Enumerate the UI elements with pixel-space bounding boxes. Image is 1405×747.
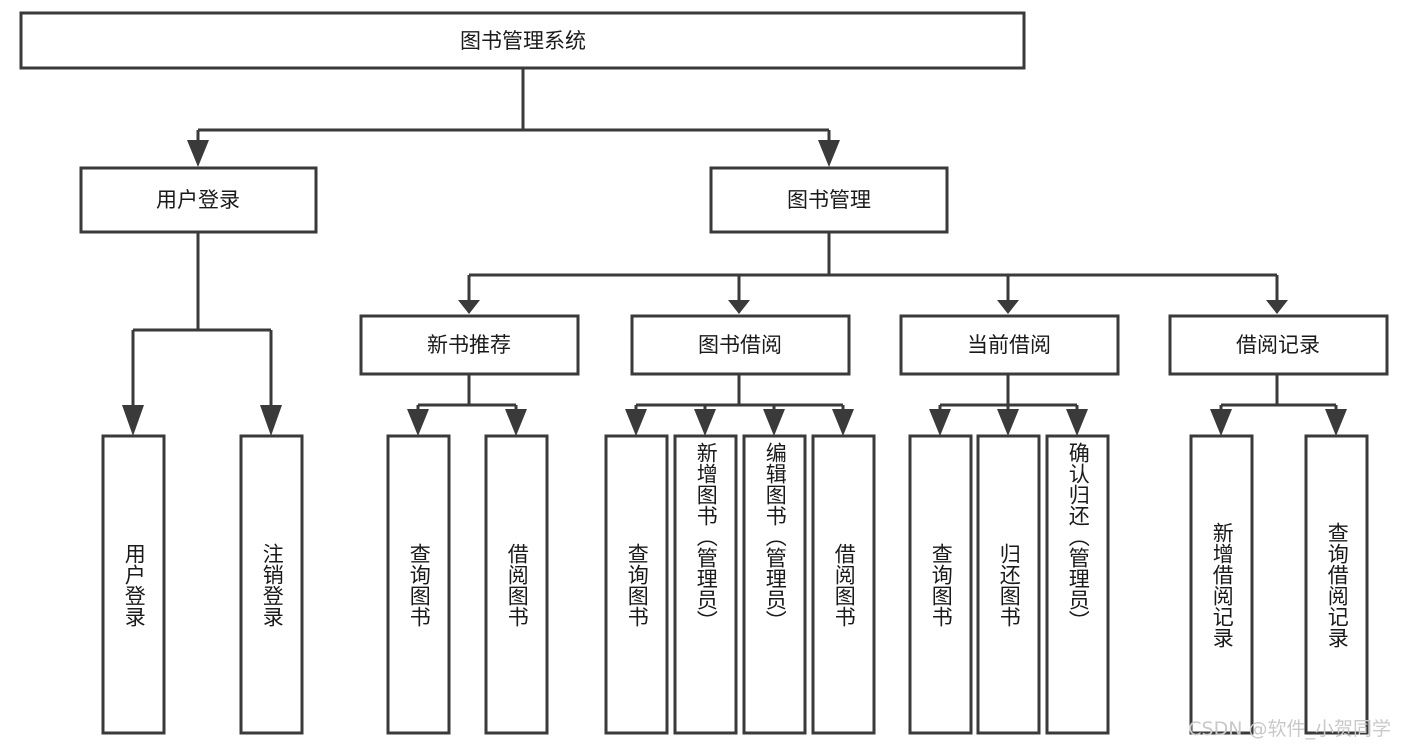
node-root-label: 图书管理系统: [460, 29, 586, 53]
arrowhead-add-book: [694, 409, 716, 436]
node-user-login[interactable]: 用户登录: [79, 166, 318, 234]
node-leaf-logout-box[interactable]: [239, 434, 304, 735]
leaf-node-group: [101, 434, 1369, 735]
node-leaf-borrow-book-1-box[interactable]: [484, 434, 549, 735]
node-current-borrow-label: 当前借阅: [967, 333, 1051, 357]
node-book-borrow-label: 图书借阅: [698, 333, 782, 357]
node-borrow-record[interactable]: 借阅记录: [1168, 314, 1389, 376]
node-new-book-recommend-box[interactable]: [359, 314, 580, 376]
node-user-login-label: 用户登录: [156, 188, 240, 212]
arrowhead-leaf-user-login: [122, 405, 144, 436]
node-book-borrow-box[interactable]: [630, 314, 851, 376]
node-current-borrow[interactable]: 当前借阅: [899, 314, 1120, 376]
csdn-watermark: CSDN @软件_小贺同学: [1188, 718, 1391, 740]
node-leaf-confirm-return-box[interactable]: [1045, 434, 1110, 735]
arrowhead-edit-book: [763, 409, 785, 436]
arrowhead-user-login: [187, 140, 209, 167]
node-leaf-return-book-box[interactable]: [976, 434, 1041, 735]
node-leaf-borrow-book-2-box[interactable]: [811, 434, 876, 735]
arrowhead-new-book: [458, 300, 480, 314]
node-book-manage-box[interactable]: [709, 166, 949, 234]
node-leaf-add-book-box[interactable]: [673, 434, 738, 735]
node-leaf-query-book-1-box[interactable]: [386, 434, 451, 735]
arrowhead-query-record: [1325, 409, 1347, 436]
arrowhead-query-book-3: [929, 409, 951, 436]
node-root[interactable]: 图书管理系统: [19, 11, 1026, 70]
node-user-login-box[interactable]: [79, 166, 318, 234]
arrowhead-confirm-return: [1066, 409, 1088, 436]
arrowhead-book-manage: [818, 140, 840, 167]
arrowhead-query-book-2: [625, 409, 647, 436]
node-leaf-query-book-3-box[interactable]: [908, 434, 973, 735]
arrowhead-borrow-record: [1266, 300, 1288, 314]
arrowhead-borrow-book-2: [832, 409, 854, 436]
node-leaf-add-record-box[interactable]: [1189, 434, 1254, 735]
node-leaf-edit-book-box[interactable]: [742, 434, 807, 735]
node-book-manage-label: 图书管理: [787, 188, 871, 212]
arrowhead-book-borrow: [728, 300, 750, 314]
node-new-book-recommend[interactable]: 新书推荐: [359, 314, 580, 376]
node-book-borrow[interactable]: 图书借阅: [630, 314, 851, 376]
node-borrow-record-box[interactable]: [1168, 314, 1389, 376]
node-leaf-query-book-2-box[interactable]: [604, 434, 669, 735]
arrowhead-add-record: [1210, 409, 1232, 436]
arrowhead-borrow-book-1: [505, 409, 527, 436]
node-current-borrow-box[interactable]: [899, 314, 1120, 376]
node-leaf-query-record-box[interactable]: [1304, 434, 1369, 735]
node-root-box[interactable]: [19, 11, 1026, 70]
arrowhead-return-book: [997, 409, 1019, 436]
node-leaf-user-login-box[interactable]: [101, 434, 166, 735]
arrowhead-leaf-logout: [260, 405, 282, 436]
node-new-book-recommend-label: 新书推荐: [427, 333, 511, 357]
node-borrow-record-label: 借阅记录: [1236, 333, 1320, 357]
arrowhead-group: [122, 140, 1347, 436]
arrowhead-query-book-1: [407, 409, 429, 436]
arrowhead-current-borrow: [997, 300, 1019, 314]
node-book-manage[interactable]: 图书管理: [709, 166, 949, 234]
